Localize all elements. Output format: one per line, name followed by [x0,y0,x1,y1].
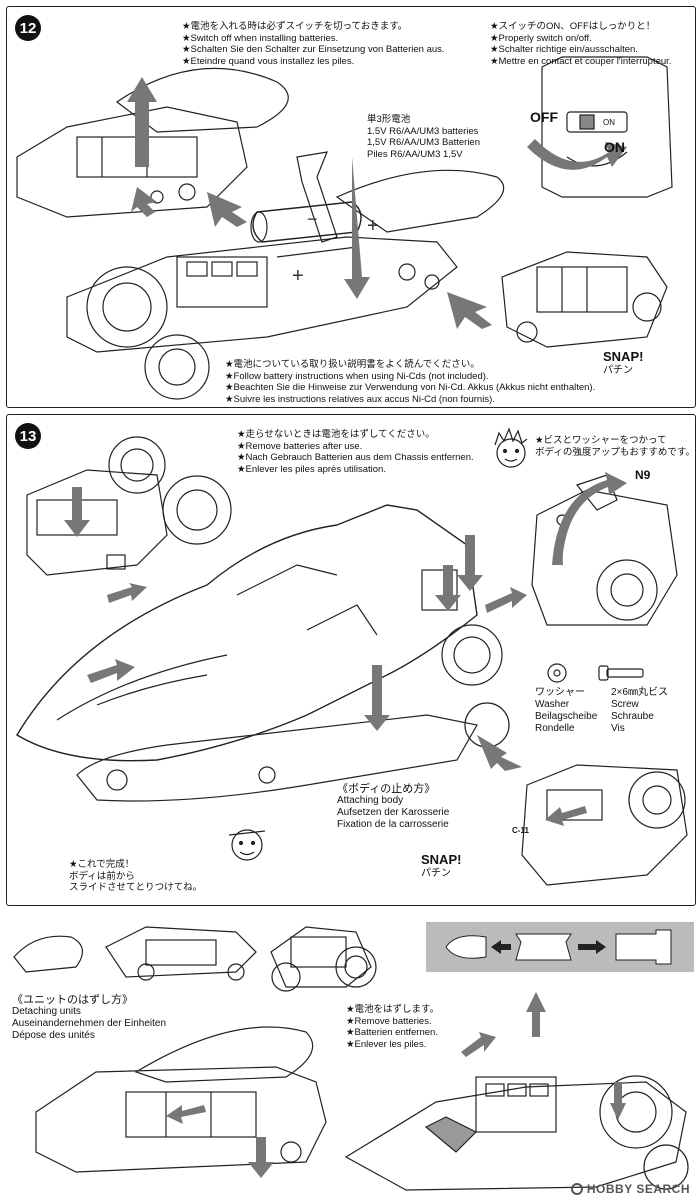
part-n9-label: N9 [635,468,651,482]
step-number: 12 [15,15,41,41]
svg-text:−: − [307,209,318,229]
attaching-body-caption: 《ボディの止め方》 Attaching body Aufsetzen der K… [337,783,450,830]
washer-label: ワッシャー Washer Beilagscheibe Rondelle [535,687,598,734]
snap-label: SNAP! パチン [421,852,462,880]
detaching-units-illustration [13,922,694,1191]
onoff-note: ★スイッチのON、OFFはしっかりと！ ★Properly switch on/… [490,21,672,67]
watermark: HOBBY SEARCH [570,1182,690,1196]
step-12-illustration: + + − [16,56,673,400]
off-label: OFF [530,109,558,125]
step-12-panel: 12 + [6,6,696,408]
step-13-illustration [16,427,688,886]
chassis-marking: C-11 [512,826,529,835]
screw-label: 2×6㎜丸ビス Screw Schraube Vis [611,687,668,734]
svg-text:+: + [367,215,379,237]
watermark-text: HOBBY SEARCH [586,1182,690,1196]
nicd-note: ★電池についている取り扱い説明書をよく読んでください。 ★Follow batt… [225,359,596,405]
watermark-logo-icon [570,1183,583,1195]
remove-batteries-note: ★電池をはずします。 ★Remove batteries. ★Batterien… [346,1004,440,1050]
remove-batteries-note: ★走らせないときは電池をはずしてください。 ★Remove batteries … [237,429,474,475]
switch-off-note: ★電池を入れる時は必ずスイッチを切っておきます。 ★Switch off whe… [182,21,445,67]
step-13-panel: 13 [6,414,696,906]
on-label: ON [604,139,625,155]
screw-tip-note: ★ビスとワッシャーをつかって ボディの強度アップもおすすめです。 [535,435,695,458]
snap-label: SNAP! パチン [603,349,644,377]
detaching-units-panel: 《ユニットのはずし方》 Detaching units Auseinandern… [6,912,694,1194]
step-number: 13 [15,423,41,449]
svg-text:+: + [292,265,304,287]
detaching-units-caption: 《ユニットのはずし方》 Detaching units Auseinandern… [12,994,166,1041]
switch-on-marking: ON [603,118,615,127]
battery-label: 単3形電池 1.5V R6/AA/UM3 batteries 1,5V R6/A… [367,114,480,160]
completion-note: ★これで完成！ ボディは前から スライドさせてとりつけてね。 [69,859,203,893]
